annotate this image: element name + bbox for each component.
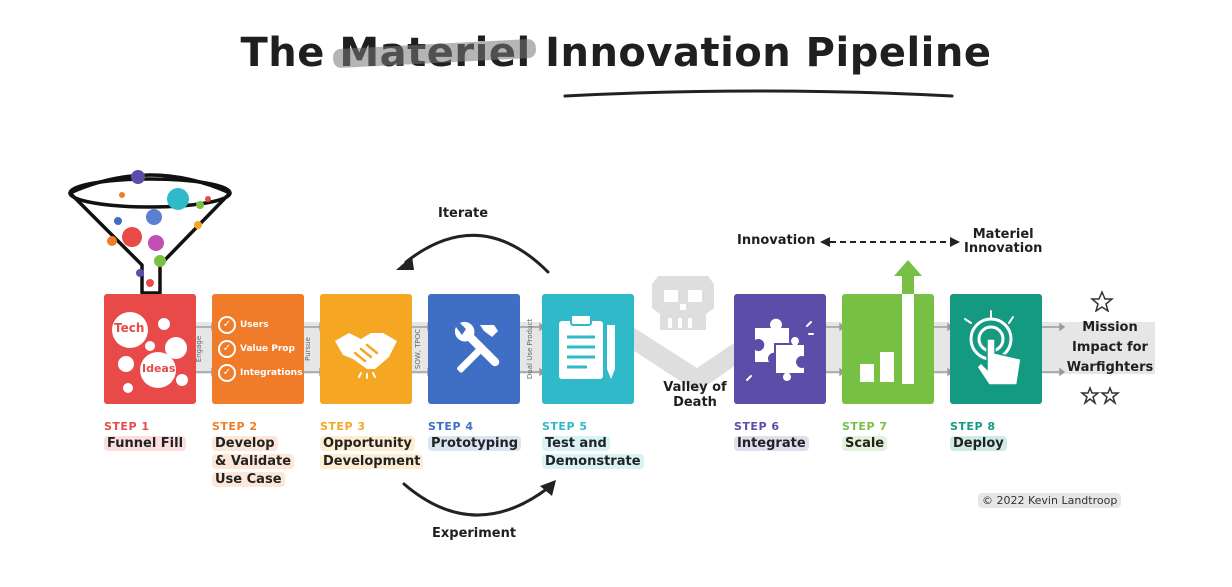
step2-name-line: Develop <box>212 436 278 451</box>
step8-name-line: Deploy <box>950 436 1007 451</box>
step4-box <box>428 294 520 404</box>
materiel-innovation-label: Materiel Innovation <box>964 228 1042 256</box>
step5-name-line: Test and <box>542 436 610 451</box>
title-post: Innovation Pipeline <box>530 30 992 76</box>
step4-number: STEP 4 <box>428 420 474 433</box>
step2-name-line: Use Case <box>212 472 285 487</box>
step1-name-line: Funnel Fill <box>104 436 187 451</box>
step2-box: ✓ Users ✓ Value Prop ✓ Integrations <box>212 294 304 404</box>
connector-engage: Engage <box>195 335 204 363</box>
step6-label: STEP 6 <box>734 420 780 433</box>
mission-line-1: Mission <box>1082 320 1138 335</box>
step1-number: STEP 1 <box>104 420 150 433</box>
touch-icon <box>964 310 1022 386</box>
puzzle-icon <box>746 318 814 383</box>
step7-box <box>842 294 934 404</box>
title-struck-word: Materiel <box>339 30 531 76</box>
stars-icon <box>1080 386 1121 406</box>
innovation-double-arrow <box>820 237 960 247</box>
checklist-users: Users <box>240 320 269 330</box>
step4-name: Prototyping <box>428 435 522 453</box>
step8-label: STEP 8 <box>950 420 996 433</box>
step2-number: STEP 2 <box>212 420 258 433</box>
step3-box <box>320 294 412 404</box>
step2-label: STEP 2 <box>212 420 258 433</box>
experiment-label: Experiment <box>432 526 517 541</box>
mission-line-3: Warfighters <box>1066 360 1154 375</box>
step2-name: Develop & Validate Use Case <box>212 435 295 489</box>
checklist-item: ✓ Users <box>218 316 269 334</box>
step3-name-line: Development <box>320 454 424 469</box>
tech-ideas-bubbles <box>112 312 188 393</box>
checklist-value-prop: Value Prop <box>240 344 295 354</box>
materiel-line-2: Innovation <box>964 241 1043 256</box>
step5-label: STEP 5 <box>542 420 588 433</box>
check-icon: ✓ <box>218 340 236 358</box>
valley-of-death-label: Valley of Death <box>640 380 750 410</box>
title-pre: The <box>240 30 340 76</box>
checklist-integrations: Integrations <box>240 368 303 378</box>
valley-line-2: Death <box>673 395 717 410</box>
tools-icon <box>454 321 500 373</box>
connector-pursue: Pursue <box>303 337 312 361</box>
step7-name: Scale <box>842 435 888 453</box>
step5-box <box>542 294 634 404</box>
step1-box: Tech Ideas <box>104 294 196 404</box>
handshake-icon <box>335 333 397 379</box>
step4-name-line: Prototyping <box>428 436 522 451</box>
check-icon: ✓ <box>218 364 236 382</box>
step2-name-line: & Validate <box>212 454 295 469</box>
step1-name: Funnel Fill <box>104 435 187 453</box>
checklist-item: ✓ Value Prop <box>218 340 295 358</box>
step7-label: STEP 7 <box>842 420 888 433</box>
step3-name-line: Opportunity <box>320 436 415 451</box>
step8-box <box>950 294 1042 404</box>
iterate-label: Iterate <box>438 206 489 221</box>
step5-name-line: Demonstrate <box>542 454 644 469</box>
step1-label: STEP 1 <box>104 420 150 433</box>
star-icon <box>1090 290 1114 312</box>
step5-number: STEP 5 <box>542 420 588 433</box>
mission-line-2: Impact for <box>1072 340 1148 355</box>
skull-icon <box>652 276 714 330</box>
page-title: The Materiel Innovation Pipeline <box>0 30 1232 76</box>
funnel-ideas-label: Ideas <box>142 362 176 375</box>
step6-name: Integrate <box>734 435 809 453</box>
title-underline <box>563 89 954 98</box>
step3-label: STEP 3 <box>320 420 366 433</box>
experiment-arrow <box>402 480 556 517</box>
step6-name-line: Integrate <box>734 436 809 451</box>
valley-line-1: Valley of <box>663 380 727 395</box>
checklist-item: ✓ Integrations <box>218 364 302 382</box>
connector-dual-use: Dual Use Product <box>526 318 535 380</box>
clipboard-icon <box>559 314 615 379</box>
step7-number: STEP 7 <box>842 420 888 433</box>
mission-impact-label: Mission Impact for Warfighters <box>1060 318 1160 378</box>
innovation-label: Innovation <box>737 233 816 248</box>
step5-name: Test and Demonstrate <box>542 435 644 471</box>
step4-label: STEP 4 <box>428 420 474 433</box>
funnel-tech-label: Tech <box>114 321 145 335</box>
step3-number: STEP 3 <box>320 420 366 433</box>
step6-number: STEP 6 <box>734 420 780 433</box>
step8-number: STEP 8 <box>950 420 996 433</box>
step7-name-line: Scale <box>842 436 888 451</box>
iterate-arrow <box>396 233 550 274</box>
scale-up-arrow <box>894 260 922 384</box>
copyright-label: © 2022 Kevin Landtroop <box>978 493 1122 508</box>
materiel-line-1: Materiel <box>972 227 1034 242</box>
step3-name: Opportunity Development <box>320 435 424 471</box>
step6-box <box>734 294 826 404</box>
step8-name: Deploy <box>950 435 1007 453</box>
funnel-icon <box>68 170 232 295</box>
connector-sow: SOW, TPOC <box>414 328 423 370</box>
growth-bars-icon <box>860 352 894 382</box>
check-icon: ✓ <box>218 316 236 334</box>
